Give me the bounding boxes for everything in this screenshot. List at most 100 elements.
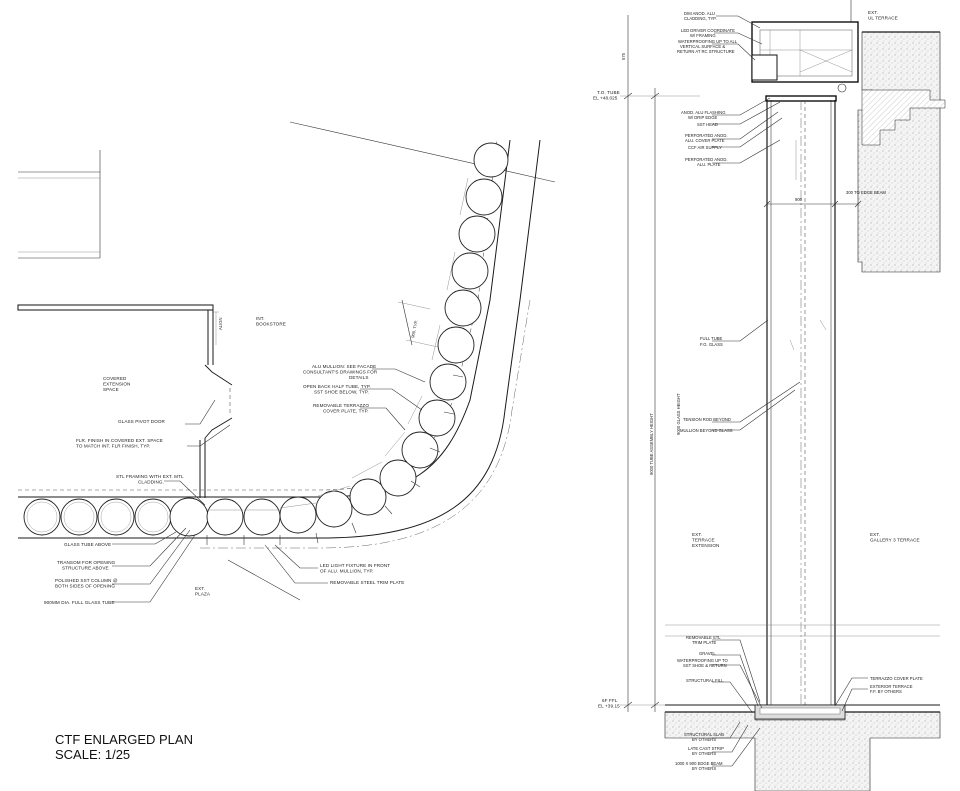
leaders-section <box>712 15 868 767</box>
note-terrazzo-1: REMOVABLE TERRAZZO <box>313 403 369 408</box>
note-glass-tube-above: GLASS TUBE ABOVE <box>64 542 111 547</box>
dim-900-typ: 900, TYP. <box>410 320 419 339</box>
note-structural-fill: STRUCTURAL FILL <box>686 678 724 683</box>
note-trim-plate-2: TRIM PLATE <box>692 640 717 645</box>
glass-tube-elevation <box>766 100 836 705</box>
note-trim-plate-1: REMOVABLE STL <box>686 635 721 640</box>
room-label-plaza: EXT.PLAZA <box>195 586 211 597</box>
leaders-plan-right <box>360 368 426 431</box>
dim-tube-height: 9000 TUBE ASSEMBLY HEIGHT <box>649 413 654 475</box>
note-cladding-1: DIM ANOD. ALU <box>684 11 715 16</box>
note-open-back-1: OPEN BACK HALF TUBE, TYP. <box>303 384 371 389</box>
note-led-light-1: LED LIGHT FIXTURE IN FRONT <box>320 563 390 568</box>
drawing-scale: SCALE: 1/25 <box>55 747 130 762</box>
note-edge-beam-1: 1000 X 900 EDGE BEAM <box>675 761 723 766</box>
note-transom-1: TRANSOM FOR OPENING <box>57 560 116 565</box>
note-stl-framing-1: STL FRAMING WITH EXT. MTL <box>116 474 184 479</box>
leaders-plan-bottom <box>264 544 328 584</box>
drawing-title-block: CTF ENLARGED PLAN SCALE: 1/25 <box>55 732 193 762</box>
edge-beam-label: 300 TO EDGE BEAM <box>846 190 886 195</box>
note-ccf-air: CCF AIR SUPPLY <box>688 145 722 150</box>
note-ext-terrace-2: F.F. BY OTHERS <box>870 689 902 694</box>
note-alu-mullion-1: ALU MULLION: SEE FACADE <box>312 364 376 369</box>
mullion-ticks <box>206 374 464 545</box>
full-glass-tube <box>169 497 209 537</box>
note-flr-finish-2: TO MATCH INT. FLR FINISH, TYP. <box>76 444 150 449</box>
note-flr-finish-1: FLR. FINISH IN COVERED EXT. SPACE <box>76 438 163 443</box>
bookstore-wall: ALIGN <box>17 304 223 365</box>
dim-575-label: 575 <box>621 52 626 60</box>
note-structural-slab-2: BY OTHERS <box>692 737 716 742</box>
note-perf-plate-2: ALU. PLATE <box>697 162 721 167</box>
note-waterproof-1: WATERPROOFING UP TO ALL <box>678 39 738 44</box>
note-late-cast-1: LATE CAST STRIP <box>688 746 724 751</box>
note-led-light-2: OF ALU. MULLION, TYP. <box>320 569 374 574</box>
note-stl-framing-2: CLADDING. <box>138 480 164 485</box>
note-waterproof-shoe-1: WATERPROOFING UP TO <box>677 658 728 663</box>
note-waterproof-2: VERTICAL SURFACE & <box>680 44 725 49</box>
dim-900-label: 900 <box>795 197 803 202</box>
glass-tube-row-left <box>23 498 172 536</box>
note-perf-plate-1: PERFORATED ANOD. <box>685 157 728 162</box>
building-outline-upper <box>18 150 101 259</box>
vertical-dimensions: 575 9000 TUBE ASSEMBLY HEIGHT 9000 GLASS… <box>593 15 700 712</box>
notes-section-bottom: REMOVABLE STL TRIM PLATE GRAVEL WATERPRO… <box>675 635 923 771</box>
grid-line-lower <box>227 559 301 601</box>
note-sst-column-1: POLISHED SST COLUMN @ <box>55 578 118 583</box>
note-open-back-2: SST SHOE BELOW, TYP. <box>314 390 369 395</box>
notes-plan-left: GLASS PIVOT DOOR FLR. FINISH IN COVERED … <box>44 419 184 605</box>
note-perf-cover-2: ALU. COVER PLATE <box>685 138 725 143</box>
wall-section: EXT.UL TERRACE <box>593 0 946 791</box>
note-ext-terrace-1: EXTERIOR TERRACE <box>870 684 913 689</box>
note-perf-cover-1: PERFORATED ANOD. <box>685 133 728 138</box>
note-sst-head: SST HEAD <box>697 122 718 127</box>
glass-tube-row-curve <box>206 142 509 536</box>
note-tension-rod: TENSION ROD BEYOND <box>683 417 731 422</box>
note-cladding-2: CLADDING, TYP. <box>684 16 717 21</box>
enlarged-plan: ALIGN <box>17 121 556 605</box>
notes-section-mid: FULL TUBE F.G. GLASS TENSION ROD BEYOND … <box>680 336 733 433</box>
note-waterproof-shoe-2: SST SHOE & RETURN <box>683 663 727 668</box>
note-led-driver-2: W/ FRAMING <box>690 33 716 38</box>
note-waterproof-3: RETURN AT RC STRUCTURE <box>677 49 735 54</box>
note-full-glass-tube: 900MM DIA. FULL GLASS TUBE <box>44 600 115 605</box>
note-late-cast-2: BY OTHERS <box>692 751 716 756</box>
section-label-ul-terrace: EXT.UL TERRACE <box>868 10 898 21</box>
note-flashing-1: ANOD. ALU FLASHING <box>681 110 725 115</box>
dim-glass-height: 9000 GLASS HEIGHT <box>676 393 681 435</box>
note-mullion-beyond: MULLION BEYOND GLASS <box>680 428 733 433</box>
note-edge-beam-2: BY OTHERS <box>692 766 716 771</box>
note-transom-2: STRUCTURE ABOVE <box>62 566 109 571</box>
section-label-gallery3: EXT.GALLERY 3 TERRACE <box>870 532 920 543</box>
dimension-900: 900 300 TO EDGE BEAM <box>763 190 886 208</box>
notes-plan-right: ALU MULLION: SEE FACADE CONSULTANT'S DRA… <box>303 364 378 414</box>
align-label: ALIGN <box>218 317 223 330</box>
note-structural-slab-1: STRUCTURAL SLAB <box>684 732 724 737</box>
grid-line-diagonal <box>289 121 556 183</box>
note-pivot-door: GLASS PIVOT DOOR <box>118 419 166 424</box>
note-led-driver-1: LED DRIVER COORDINATE <box>681 28 735 33</box>
note-full-tube: FULL TUBE <box>700 336 723 341</box>
upper-structure: EXT.UL TERRACE <box>751 0 946 273</box>
dimension-900-typ: 900, TYP. <box>397 299 439 348</box>
room-label-bookstore: INT.BOOKSTORE <box>256 316 286 327</box>
glass-pivot-door <box>199 364 233 498</box>
note-alu-mullion-2: CONSULTANT'S DRAWINGS FOR <box>303 370 378 375</box>
note-alu-mullion-3: DETAILS <box>349 375 369 380</box>
note-fg-glass: F.G. GLASS <box>700 342 723 347</box>
leaders-plan-left <box>112 399 231 603</box>
note-gravel: GRAVEL <box>699 651 716 656</box>
note-flashing-2: W/ DRIP EDGE <box>688 115 717 120</box>
note-sst-column-2: BOTH SIDES OF OPENING <box>55 584 115 589</box>
drawing-title: CTF ENLARGED PLAN <box>55 732 193 747</box>
notes-section-top: DIM ANOD. ALU CLADDING, TYP. LED DRIVER … <box>677 11 738 167</box>
notes-plan-bottom: LED LIGHT FIXTURE IN FRONT OF ALU. MULLI… <box>320 563 404 585</box>
note-steel-trim: REMOVABLE STEEL TRIM PLATE <box>330 580 404 585</box>
note-terrazzo-2: COVER PLATE, TYP. <box>323 409 369 414</box>
note-terrazzo-cover: TERRAZZO COVER PLATE <box>870 676 923 681</box>
